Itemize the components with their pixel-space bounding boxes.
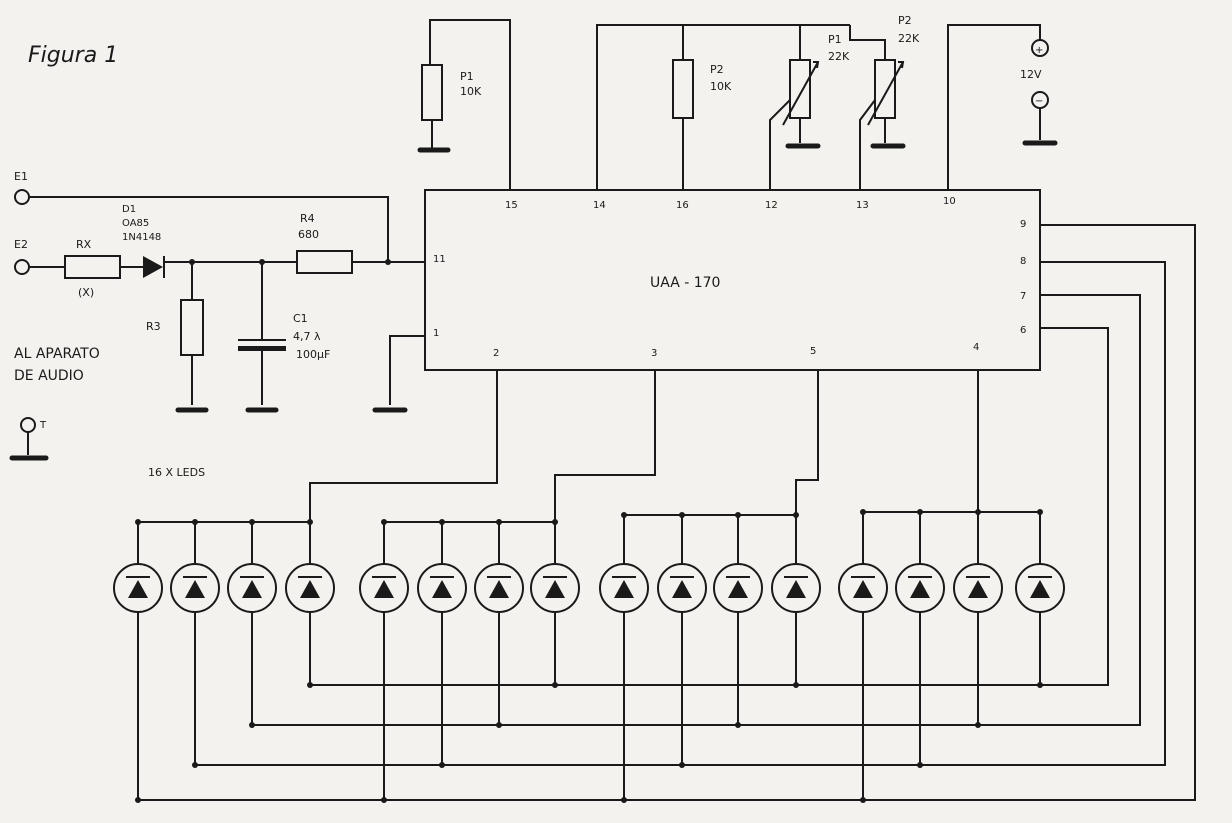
pin-3-label: 3 (651, 348, 657, 359)
rx-resistor (64, 255, 121, 279)
c1-name: C1 (293, 312, 308, 325)
led (474, 563, 524, 613)
r3-resistor (180, 299, 204, 356)
led (113, 563, 163, 613)
e1-label: E1 (14, 170, 28, 183)
d1-line3: 1N4148 (122, 232, 161, 243)
led-row (113, 563, 1065, 613)
led (417, 563, 467, 613)
pin-13-label: 13 (856, 200, 869, 211)
led (713, 563, 763, 613)
p1-resistor (421, 64, 443, 121)
pin-8-label: 8 (1020, 256, 1026, 267)
rx-name: RX (76, 238, 92, 251)
p2-mid-name: P2 (710, 63, 724, 76)
input-network (9, 189, 425, 461)
audio-label-line1: AL APARATO (14, 346, 100, 362)
d1-line2: OA85 (122, 218, 149, 229)
pin-5-label: 5 (810, 346, 816, 357)
e2-terminal (14, 259, 30, 275)
pin-1-label: 1 (433, 328, 439, 339)
diode-d1 (143, 256, 163, 278)
e2-label: E2 (14, 238, 28, 251)
pin-15-label: 15 (505, 200, 518, 211)
p1-left-name: P1 (460, 70, 474, 83)
p1-variable-resistor (789, 59, 811, 119)
pin-16-label: 16 (676, 200, 689, 211)
r4-name: R4 (300, 212, 315, 225)
t-label: T (39, 420, 47, 431)
p2-variable-resistor (874, 59, 896, 119)
pin-14-label: 14 (593, 200, 606, 211)
led (170, 563, 220, 613)
pin-11-label: 11 (433, 254, 446, 265)
r4-value: 680 (298, 228, 319, 241)
t-terminal (20, 417, 36, 433)
led (227, 563, 277, 613)
supply-voltage: 12V (1020, 68, 1042, 81)
e1-terminal (14, 189, 30, 205)
pin-2-label: 2 (493, 348, 499, 359)
d1-name: D1 (122, 204, 136, 215)
ic-name: UAA - 170 (650, 275, 720, 291)
c1-voltage: 100µF (296, 348, 330, 361)
r4-resistor (296, 250, 353, 274)
led (771, 563, 821, 613)
figure-title: Figura 1 (28, 43, 118, 68)
led (657, 563, 707, 613)
led (599, 563, 649, 613)
led (838, 563, 888, 613)
led (359, 563, 409, 613)
r3-name: R3 (146, 320, 161, 333)
audio-label-line2: DE AUDIO (14, 368, 84, 384)
p2-var-value: 22K (898, 32, 920, 45)
plus-terminal (1031, 39, 1049, 57)
pin-10-label: 10 (943, 196, 956, 207)
led-risers (135, 509, 1043, 803)
rx-value: (X) (78, 286, 94, 299)
pin-7-label: 7 (1020, 291, 1026, 302)
pin-4-label: 4 (973, 342, 979, 353)
top-network (417, 19, 1058, 190)
led (285, 563, 335, 613)
pin-9-label: 9 (1020, 219, 1026, 230)
p1-var-name: P1 (828, 33, 842, 46)
led (953, 563, 1003, 613)
p1-var-value: 22K (828, 50, 850, 63)
minus-sign: − (1035, 96, 1043, 107)
led (530, 563, 580, 613)
p2-resistor (672, 59, 694, 119)
c1-value: 4,7 λ (293, 330, 321, 343)
p1-left-value: 10K (460, 85, 482, 98)
plus-sign: + (1035, 45, 1043, 56)
led (895, 563, 945, 613)
pin-6-label: 6 (1020, 325, 1026, 336)
pin-12-label: 12 (765, 200, 778, 211)
p2-var-name: P2 (898, 14, 912, 27)
leds-label: 16 X LEDS (148, 466, 205, 479)
led (1015, 563, 1065, 613)
p2-mid-value: 10K (710, 80, 732, 93)
ic-body (424, 189, 1041, 371)
